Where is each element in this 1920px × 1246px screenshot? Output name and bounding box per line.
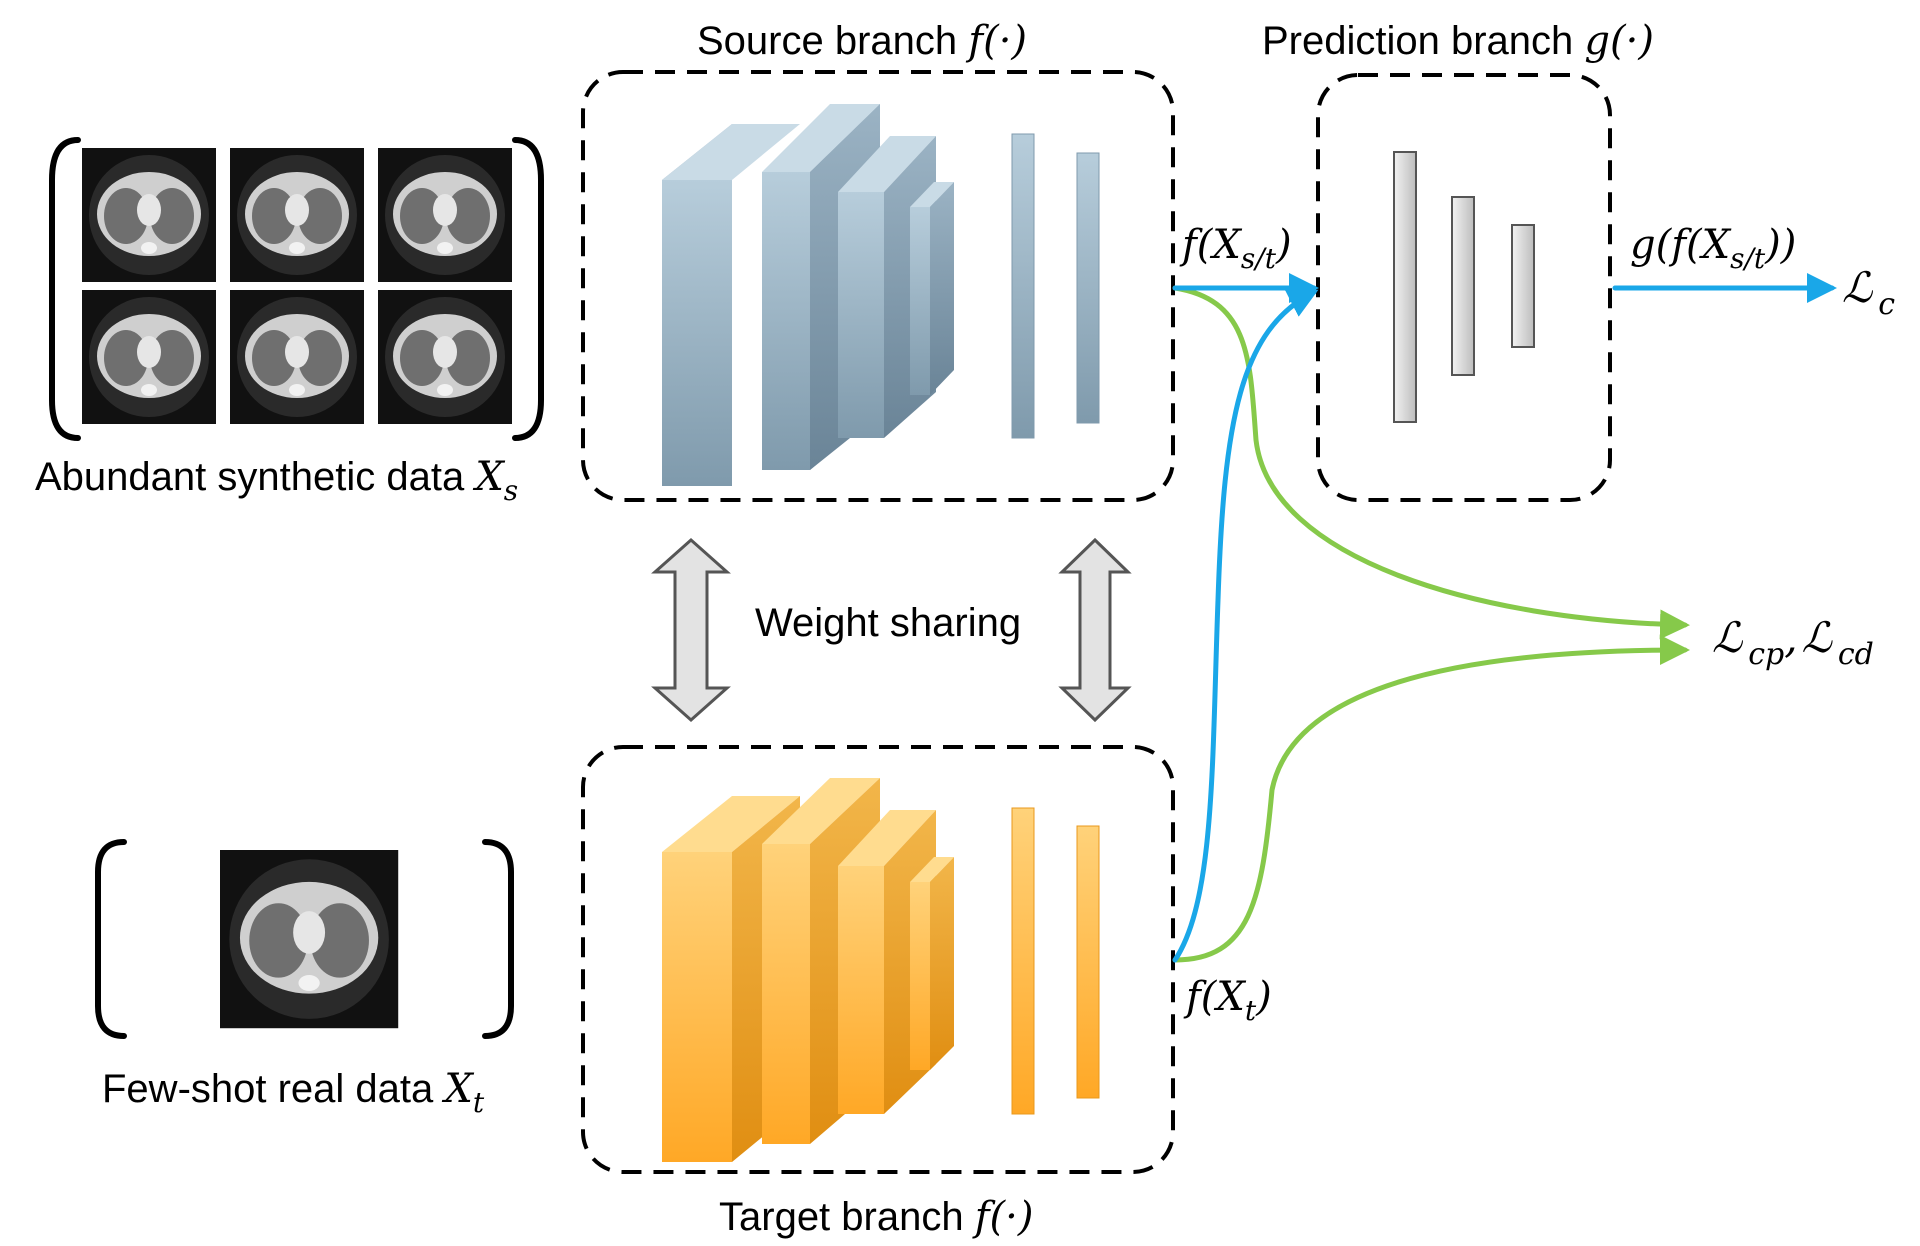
ct-scan-image	[230, 290, 364, 424]
weight-sharing-label: Weight sharing	[755, 601, 1021, 645]
target-branch-label: Target branch f(·)	[719, 1194, 1033, 1240]
ct-scan-image	[230, 148, 364, 282]
g-f-xst-label: g(f(Xs/t))	[1630, 222, 1796, 275]
prediction-layers	[1393, 151, 1535, 423]
source-branch-label: Source branch f(·)	[697, 18, 1027, 64]
ct-scan-image	[378, 290, 512, 424]
source-layer-stack	[662, 104, 1100, 486]
synthetic-data-bracket	[49, 137, 544, 441]
flow-arrows	[1172, 273, 1837, 963]
weight-sharing-right-double-arrow-icon	[1058, 537, 1132, 723]
ct-scan-image	[82, 148, 216, 282]
real-data-label: Few-shot real data Xt	[102, 1066, 485, 1119]
f-xst-label: f(Xs/t)	[1179, 222, 1292, 275]
source-branch-box	[581, 70, 1175, 502]
prediction-branch-label: Prediction branch g(·)	[1262, 18, 1654, 64]
weight-sharing-left-double-arrow-icon	[651, 537, 731, 723]
target-layer-stack	[662, 778, 1100, 1162]
synthetic-data-label: Abundant synthetic data Xs	[35, 454, 518, 507]
ct-scan-image	[82, 290, 216, 424]
real-data-bracket	[95, 839, 514, 1039]
ct-scan-image	[220, 850, 399, 1029]
ct-scan-image	[378, 148, 512, 282]
synthetic-ct-grid	[82, 148, 512, 424]
f-xt-label: f(Xt)	[1183, 974, 1272, 1027]
